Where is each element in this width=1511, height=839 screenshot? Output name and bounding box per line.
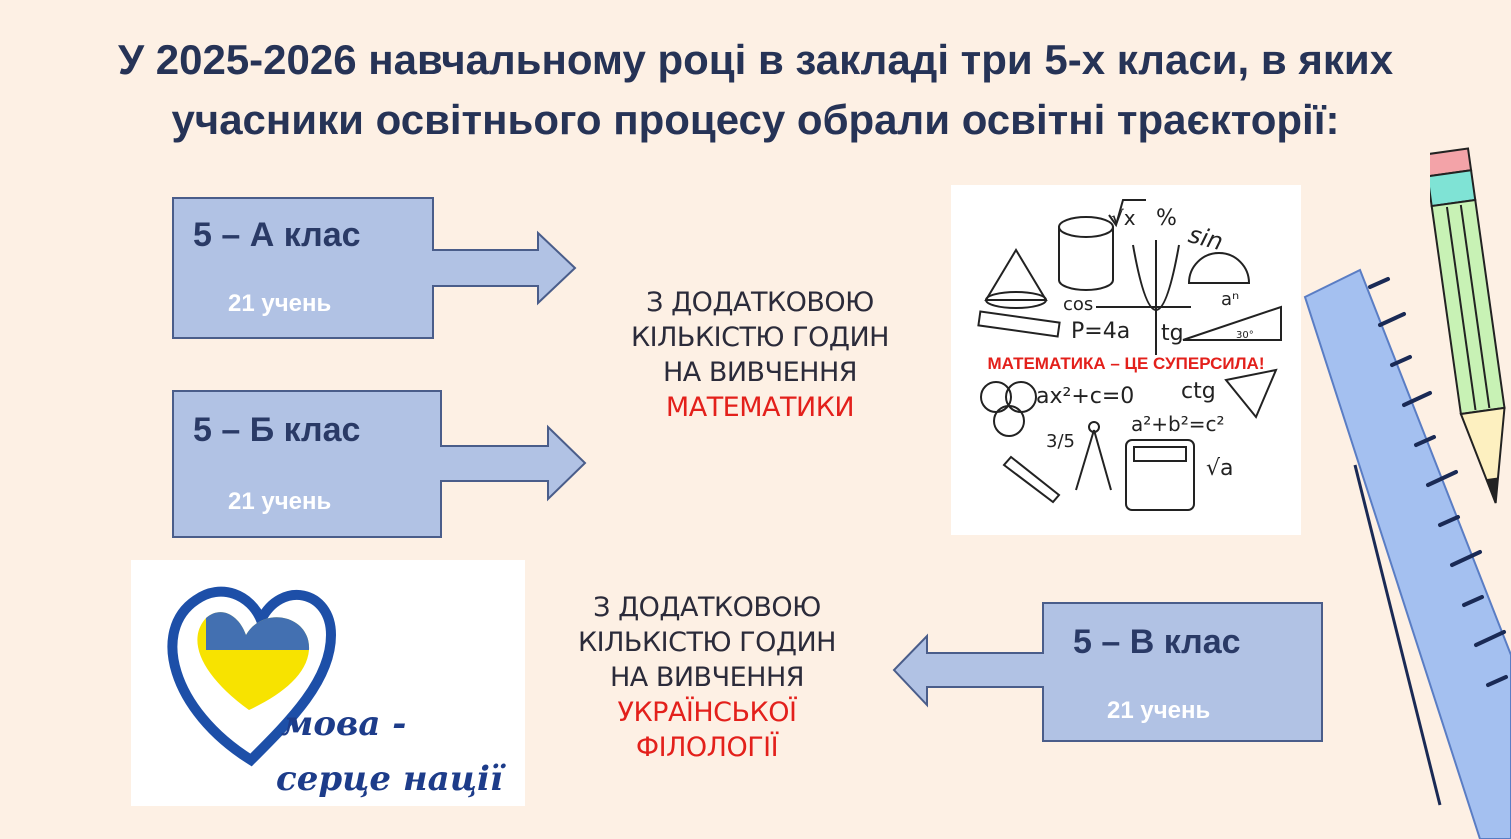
left-arrow-callout-shape — [892, 602, 1323, 742]
math-doodles: sin cos tg ctg P=4a ax²+c=0 a²+b²=c² 3/5… — [977, 199, 1282, 511]
math-illustration: sin cos tg ctg P=4a ax²+c=0 a²+b²=c² 3/5… — [951, 185, 1301, 535]
formula-cos: cos — [1063, 294, 1093, 315]
class-student-count: 21 учень — [228, 488, 332, 515]
class-student-count: 21 учень — [1107, 697, 1211, 724]
formula-angle: 30° — [1236, 330, 1254, 341]
title-line-2: учасники освітнього процесу обрали освіт… — [171, 96, 1340, 143]
class-name: 5 – А клас — [193, 216, 361, 254]
formula-pythagoras: a²+b²=c² — [1131, 412, 1225, 436]
language-slogan-line-2: серце нації — [276, 759, 507, 799]
class-5b-callout: 5 – Б клас 21 учень — [172, 390, 588, 539]
formula-p-4a: P=4a — [1071, 319, 1130, 344]
formula-sqrt-x: √x — [1111, 206, 1136, 230]
formula-sin: sin — [1186, 220, 1226, 256]
language-slogan-line-1: мова - — [281, 704, 406, 744]
formula-quadratic: ax²+c=0 — [1036, 384, 1134, 409]
pencil-icon — [1430, 147, 1506, 504]
desc-line: З ДОДАТКОВОЮ — [646, 287, 874, 318]
desc-line: З ДОДАТКОВОЮ — [593, 592, 821, 623]
math-track-description: З ДОДАТКОВОЮ КІЛЬКІСТЮ ГОДИН НА ВИВЧЕННЯ… — [580, 285, 940, 425]
right-arrow-callout-shape — [172, 197, 577, 339]
desc-line: КІЛЬКІСТЮ ГОДИН — [631, 322, 889, 353]
page-title: У 2025-2026 навчальному році в закладі т… — [40, 30, 1471, 150]
formula-power: aⁿ — [1221, 289, 1239, 310]
desc-line: НА ВИВЧЕННЯ — [609, 662, 805, 693]
formula-ctg: ctg — [1181, 379, 1216, 404]
class-name: 5 – В клас — [1073, 623, 1241, 661]
class-student-count: 21 учень — [228, 290, 332, 317]
heart-logo: мова - серце нації — [167, 586, 507, 799]
class-5v-callout: 5 – В клас 21 учень — [892, 602, 1324, 743]
desc-line: КІЛЬКІСТЮ ГОДИН — [578, 627, 836, 658]
formula-percent: % — [1156, 206, 1177, 231]
formula-sqrt-a: √a — [1206, 456, 1234, 481]
philology-subject-line-2: ФІЛОЛОГІЇ — [635, 732, 779, 763]
formula-tg: tg — [1161, 321, 1184, 346]
class-5a-callout: 5 – А клас 21 учень — [172, 197, 578, 340]
philology-track-description: З ДОДАТКОВОЮ КІЛЬКІСТЮ ГОДИН НА ВИВЧЕННЯ… — [527, 590, 887, 765]
language-illustration: мова - серце нації — [131, 560, 525, 806]
right-arrow-callout-shape — [172, 390, 587, 538]
philology-subject-line-1: УКРАЇНСЬКОЇ — [617, 697, 797, 728]
ruler-icon — [1303, 268, 1511, 839]
desc-line: НА ВИВЧЕННЯ — [662, 357, 858, 388]
formula-fraction: 3/5 — [1046, 431, 1075, 452]
math-banner: МАТЕМАТИКА – ЦЕ СУПЕРСИЛА! — [987, 354, 1264, 373]
class-name: 5 – Б клас — [193, 411, 361, 449]
math-subject: МАТЕМАТИКИ — [665, 392, 855, 423]
title-line-1: У 2025-2026 навчальному році в закладі т… — [117, 36, 1394, 83]
